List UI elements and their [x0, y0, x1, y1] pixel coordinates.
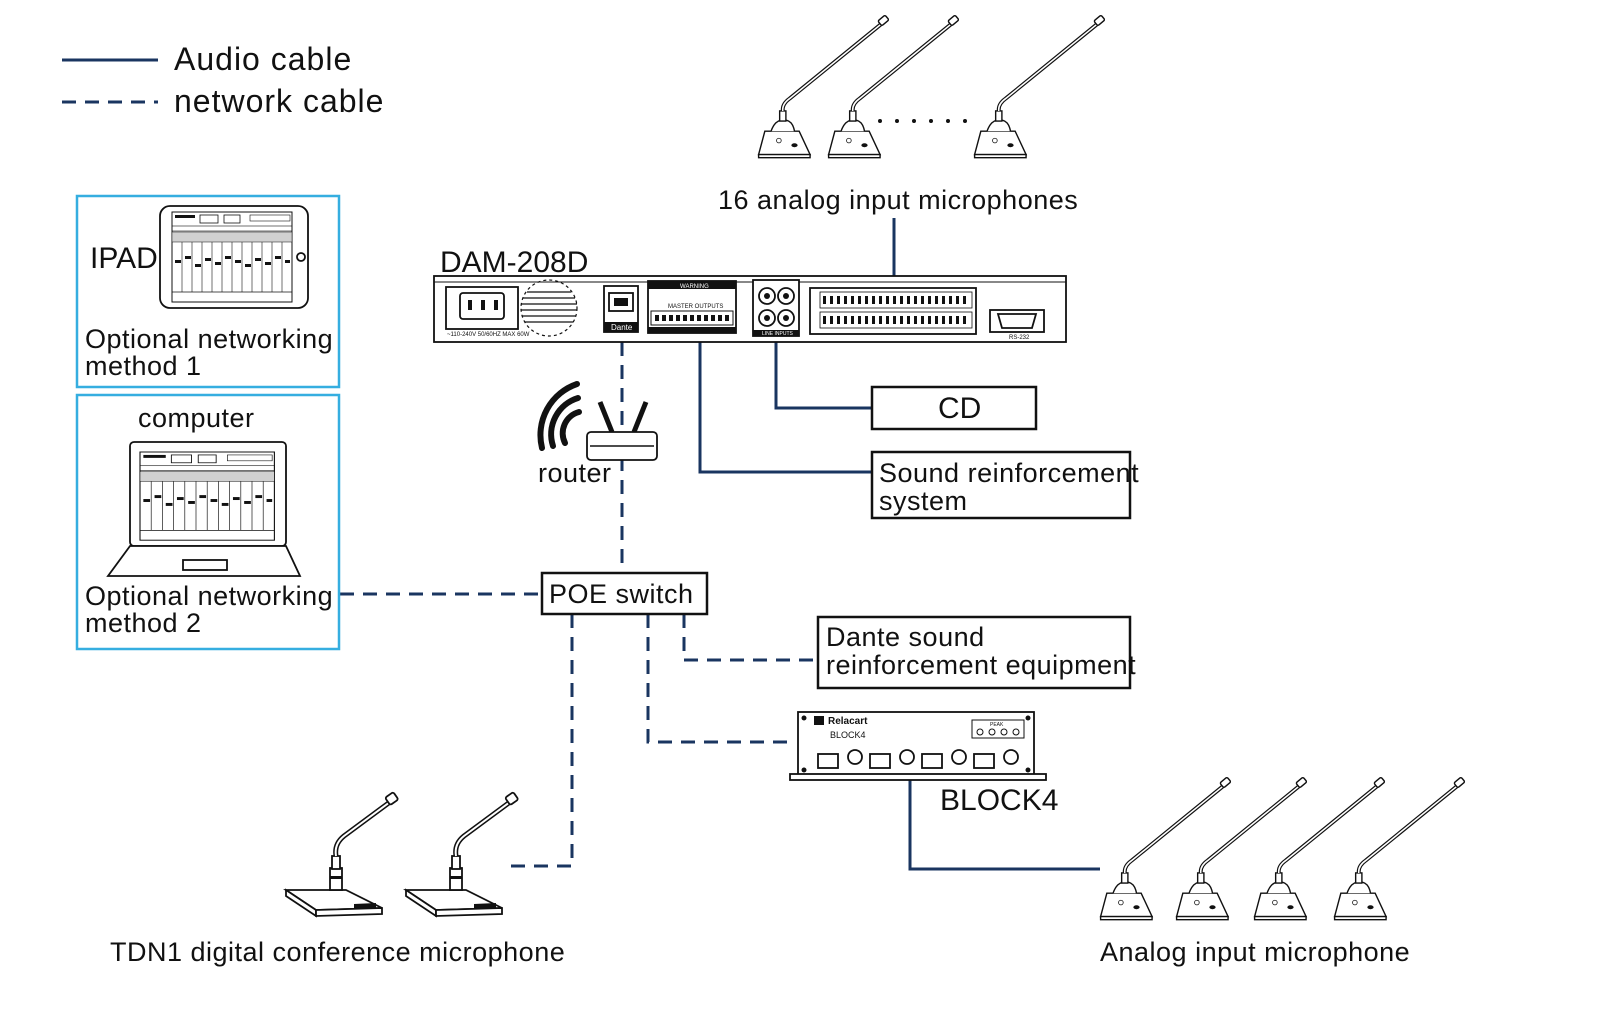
- dam-208d-device: DAM-208D ~110-240V 50/60HZ MAX 60W Dante…: [433, 246, 1067, 343]
- router-label: router: [538, 458, 612, 488]
- sound-reinforcement-system: Sound reinforcement system: [870, 450, 1139, 520]
- method-1-line-2: method 1: [85, 351, 202, 381]
- audio-cable-label: Audio cable: [174, 41, 352, 77]
- power-spec-text: ~110-240V 50/60HZ MAX 60W: [447, 332, 530, 338]
- block4-label: BLOCK4: [940, 784, 1058, 817]
- block4-inputs: [817, 749, 1019, 769]
- poe-switch: POE switch: [540, 571, 709, 616]
- analog-mics-bottom: Analog input microphone: [1098, 775, 1467, 967]
- dante-equipment-line-2: reinforcement equipment: [826, 650, 1136, 680]
- analog-mic-label: Analog input microphone: [1100, 937, 1410, 967]
- method-2-line-1: Optional networking: [85, 581, 333, 611]
- networking-method-2: computer Optional networking method 2: [75, 393, 341, 651]
- cd-label: CD: [938, 392, 981, 425]
- warning-label: WARNING: [680, 284, 709, 290]
- dante-sound-equipment: Dante sound reinforcement equipment: [816, 615, 1136, 690]
- sound-reinforcement-line-2: system: [879, 486, 968, 516]
- dante-equipment-line-1: Dante sound: [826, 622, 985, 652]
- line-inputs-label: LINE INPUTS: [762, 331, 794, 337]
- sound-reinforcement-box: [870, 450, 1132, 520]
- networking-method-1: IPAD Optional networking method 1: [75, 194, 341, 389]
- master-outputs-label: MASTER OUTPUTS: [668, 304, 723, 310]
- ellipsis-dots: [878, 119, 967, 123]
- cable-block4-to-analog-mics: [908, 780, 1100, 871]
- method-2-line-2: method 2: [85, 608, 202, 638]
- net-switch-to-tdn1: [510, 614, 574, 868]
- poe-switch-label: POE switch: [549, 579, 694, 609]
- dante-equipment-box: [816, 615, 1132, 690]
- mic-icon: [972, 13, 1107, 160]
- tdn1-mics: TDN1 digital conference microphone: [110, 792, 565, 967]
- mic-icon: [1332, 775, 1467, 922]
- net-switch-to-dante-equipment: [682, 614, 818, 662]
- mic-inputs-terminal: [809, 287, 977, 335]
- method-1-line-1: Optional networking: [85, 324, 333, 354]
- block4-peak-label: PEAK: [990, 722, 1004, 728]
- mic-icon: [826, 13, 961, 160]
- cd-box: [870, 385, 1038, 431]
- tdn1-label: TDN1 digital conference microphone: [110, 937, 565, 967]
- block4-device: Relacart BLOCK4 PEAK BLOCK4: [789, 711, 1058, 817]
- line-inputs-block: [752, 279, 800, 337]
- analog-mics-top: 16 analog input microphones: [718, 13, 1107, 215]
- device-model-label: DAM-208D: [440, 246, 588, 279]
- ipad-mixer-screen: [171, 211, 293, 303]
- wifi-icon: [537, 381, 582, 451]
- poe-switch-box: [540, 571, 709, 616]
- cable-device-to-sound-system: [698, 340, 872, 474]
- laptop-mixer-screen: [139, 451, 275, 541]
- mics-top-label: 16 analog input microphones: [718, 185, 1078, 215]
- cable-device-to-cd: [774, 340, 872, 410]
- legend: Audio cable network cable: [62, 41, 384, 119]
- ipad-label: IPAD: [90, 242, 158, 275]
- tdn1-mic-icon: [286, 792, 398, 916]
- dante-badge: Dante: [611, 323, 633, 332]
- rs232-label: RS-232: [1009, 335, 1030, 341]
- block4-model-small: BLOCK4: [830, 730, 866, 740]
- network-cable-label: network cable: [174, 83, 384, 119]
- tdn1-mic-icon: [406, 792, 518, 916]
- sound-reinforcement-line-1: Sound reinforcement: [879, 458, 1139, 488]
- fan-grille-icon: [520, 279, 578, 337]
- computer-label: computer: [138, 403, 255, 433]
- net-switch-to-block4: [646, 614, 792, 744]
- cd-player: CD: [870, 385, 1038, 431]
- router: router: [537, 381, 658, 488]
- audio-cables: [698, 218, 1100, 871]
- block4-brand: Relacart: [828, 716, 868, 727]
